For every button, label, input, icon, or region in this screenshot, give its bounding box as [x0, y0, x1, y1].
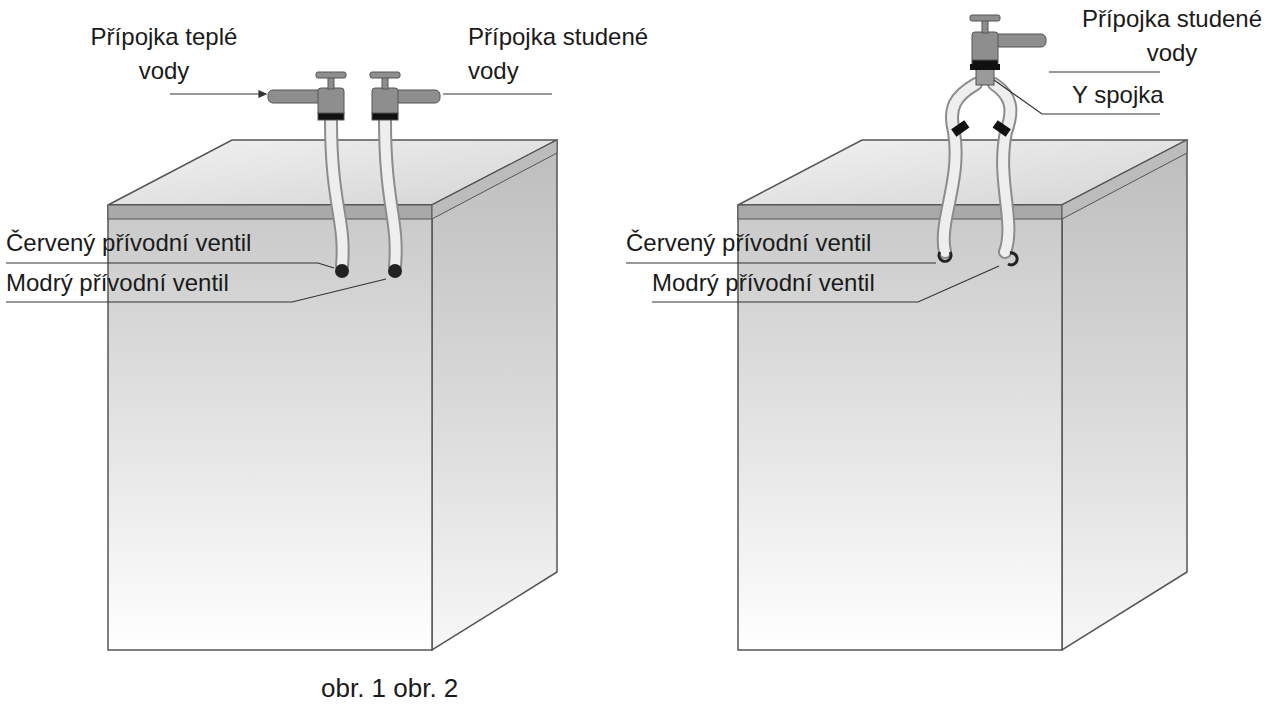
part-label: Přípojka studené vody	[468, 20, 690, 87]
dishwasher-body	[738, 140, 1187, 650]
inlet-valve	[939, 252, 1017, 265]
part-label: Červený přívodní ventil	[626, 226, 871, 260]
part-label: Y spojka	[1072, 78, 1164, 112]
part-label: Modrý přívodní ventil	[652, 266, 875, 300]
hose	[331, 120, 396, 266]
water-tap	[970, 15, 1046, 67]
part-label: Přípojka teplé vody	[64, 20, 264, 87]
inlet-valve	[335, 264, 402, 278]
leader-line	[6, 72, 1160, 302]
figure-caption: obr. 1 obr. 2	[321, 672, 458, 706]
part-label: Modrý přívodní ventil	[6, 266, 229, 300]
y-coupling	[951, 64, 1011, 137]
hose	[944, 84, 1011, 252]
part-label: Přípojka studené vody	[1062, 2, 1282, 69]
part-label: Červený přívodní ventil	[6, 226, 251, 260]
water-tap	[268, 72, 440, 120]
